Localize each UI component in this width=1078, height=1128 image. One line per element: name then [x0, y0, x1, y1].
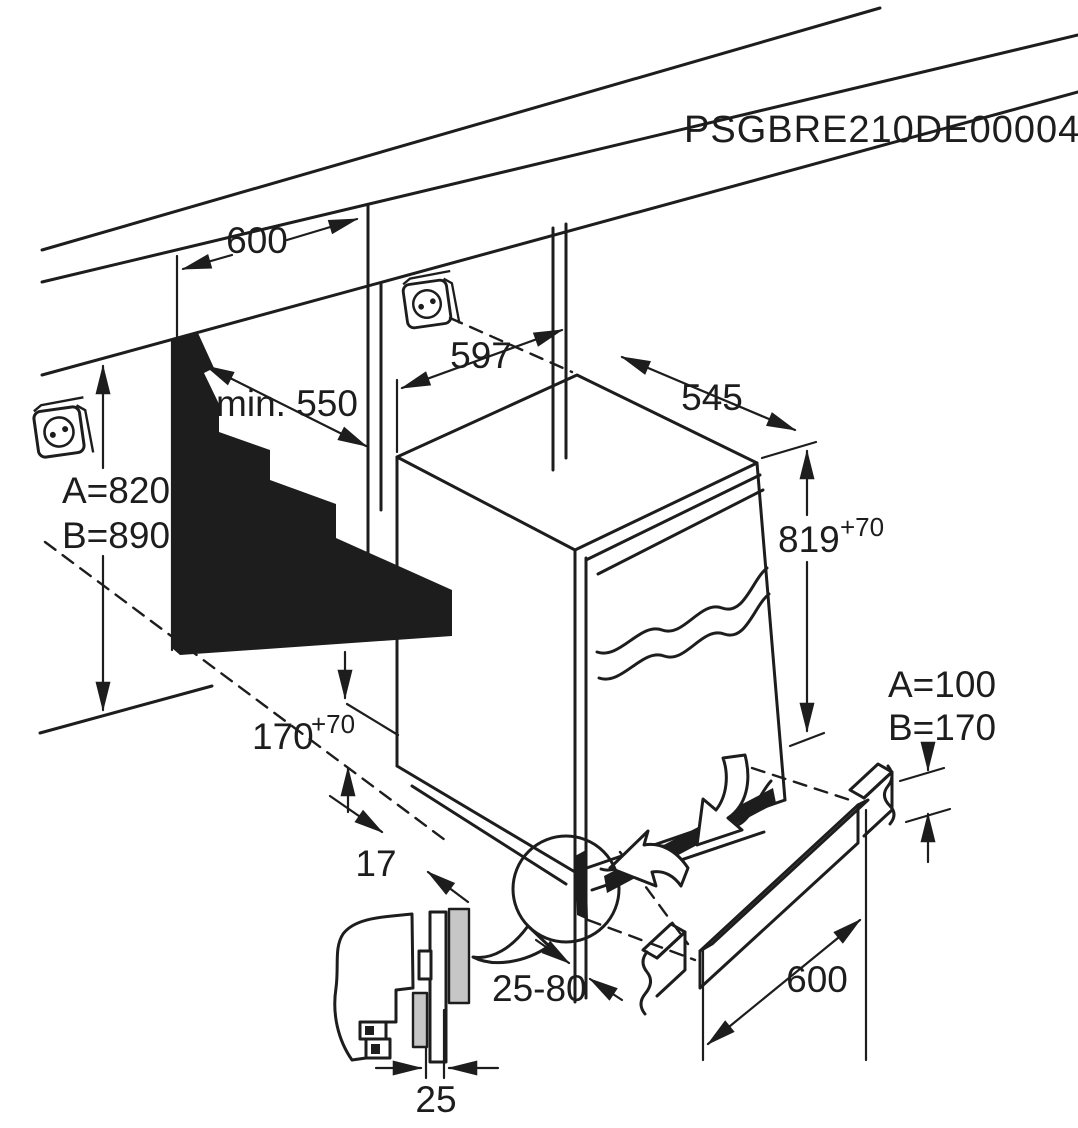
dim-label-panel-gap: 25-80	[492, 968, 587, 1009]
niche-shadow	[172, 333, 452, 655]
dim-label-niche-height-b: B=890	[62, 515, 170, 556]
dim-label-niche-width: 600	[226, 220, 288, 261]
dim-label-recess-height: 170	[252, 716, 314, 757]
dim-appliance-depth: 545	[620, 355, 797, 432]
appliance-door	[584, 473, 776, 1000]
dim-appliance-height: 819 +70	[760, 440, 884, 748]
dim-label-appliance-height-tolerance: +70	[840, 512, 884, 542]
dim-label-plinth-height-a: A=100	[888, 664, 996, 705]
mounting-rail	[428, 910, 448, 1064]
dim-niche-depth: min. 550	[204, 364, 368, 448]
dim-label-plinth-board-length: 600	[786, 959, 848, 1000]
furniture-panel-section	[411, 991, 429, 1049]
dim-label-plinth-height-b: B=170	[888, 707, 996, 748]
detail-area	[471, 834, 621, 964]
dim-plinth-board-length: 600	[701, 808, 868, 1062]
dim-panel-gap: 25-80	[492, 938, 624, 1009]
countertop-lines	[38, 6, 1078, 735]
dim-label-niche-height-a: A=820	[62, 470, 170, 511]
dim-base-inset: 17	[328, 794, 470, 904]
dim-label-base-inset: 17	[355, 843, 396, 884]
callout-balloon	[471, 924, 551, 964]
dim-label-panel-thickness: 25	[415, 1079, 456, 1120]
dim-label-appliance-width: 597	[450, 335, 512, 376]
dim-niche-width: 600	[175, 204, 370, 347]
dim-plinth-heights: A=100 B=170	[888, 664, 996, 864]
dim-niche-heights: A=820 B=890	[62, 364, 170, 712]
niche-opening	[170, 204, 568, 655]
door-break-lines	[595, 566, 769, 655]
detail-circle	[511, 834, 621, 944]
dim-recess-height: 170 +70	[252, 650, 400, 814]
power-outlet-icon	[30, 395, 95, 462]
dim-label-appliance-height: 819	[778, 519, 840, 560]
dim-label-recess-height-tolerance: +70	[311, 709, 355, 739]
plinth-board	[639, 762, 896, 1016]
airflow-arrow-icon	[695, 753, 750, 847]
dim-panel-thickness: 25	[374, 1008, 500, 1120]
plinth-cross-section-detail	[333, 907, 471, 1064]
drawing-number: PSGBRE210DE00004	[684, 109, 1078, 151]
dim-label-appliance-depth: 545	[681, 377, 743, 418]
power-outlet-icon	[399, 269, 461, 332]
dim-label-niche-depth: min. 550	[216, 383, 358, 424]
dim-appliance-width: 597	[395, 328, 564, 454]
furniture-panel-section	[447, 907, 471, 1005]
ventilation-arrows	[608, 753, 750, 888]
airflow-arrow-icon	[608, 829, 690, 888]
